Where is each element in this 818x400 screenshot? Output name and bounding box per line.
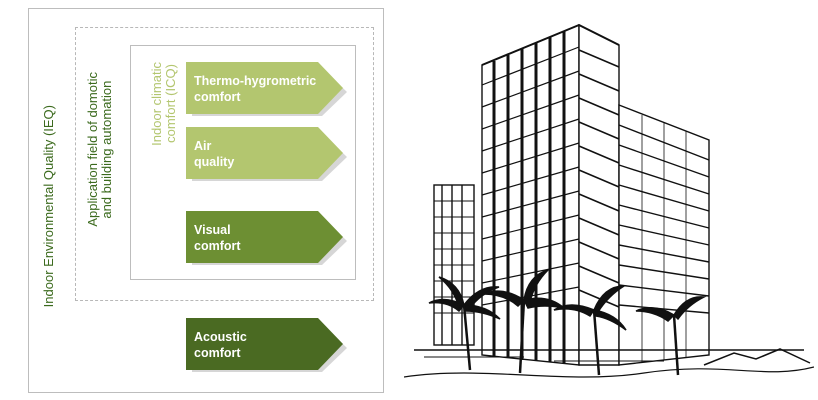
ieq-label: Indoor Environmental Quality (IEQ)	[41, 105, 56, 308]
arrow-label: Thermo-hygrometric comfort	[194, 74, 317, 104]
automation-field-box	[75, 27, 374, 301]
building-illustration	[403, 5, 815, 395]
ieq-box	[28, 8, 384, 393]
arrow-label: Acoustic comfort	[194, 330, 247, 360]
icq-box	[130, 45, 356, 280]
application-field-label: Application field of domotic and buildin…	[85, 72, 115, 227]
arrow-acoustic-comfort: Acoustic comfort	[186, 318, 349, 374]
icq-label: Indoor climatic comfort (ICQ)	[149, 62, 179, 146]
arrow-label: Air quality	[194, 139, 235, 169]
arrow-visual-comfort: Visual comfort	[186, 211, 349, 267]
arrow-thermo-hygrometric-comfort: Thermo-hygrometric comfort	[186, 62, 349, 118]
arrow-label: Visual comfort	[194, 223, 241, 253]
arrow-air-quality: Air quality	[186, 127, 349, 183]
